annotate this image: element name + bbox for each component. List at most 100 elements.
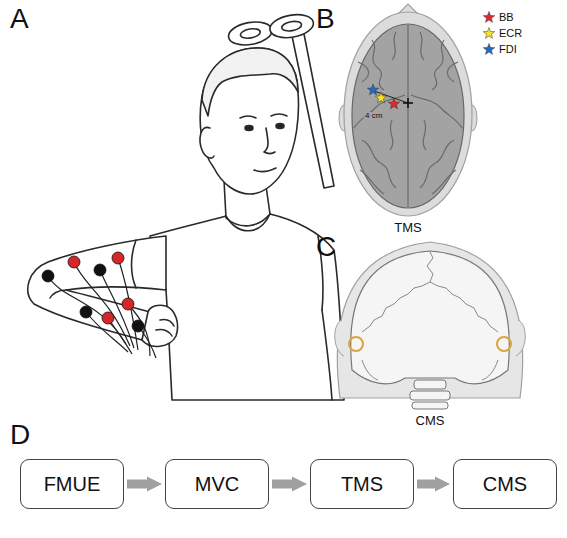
head-outline [337, 242, 522, 398]
hotspot-star-fdi [367, 84, 378, 95]
midline [407, 25, 408, 207]
finger [160, 319, 174, 326]
hotspot-star-bb [388, 98, 399, 109]
right-arm [322, 310, 332, 400]
electrode-red [68, 256, 80, 268]
mastoid [482, 360, 498, 380]
central-sulcus [411, 95, 462, 128]
legend-star-shape [483, 12, 494, 23]
sulcus [372, 40, 384, 90]
vertebra [414, 380, 446, 389]
ear [200, 127, 214, 158]
sulcus [362, 140, 396, 188]
finger [156, 329, 172, 336]
hotspot-star-ecr [375, 92, 386, 103]
vertebra [412, 402, 448, 409]
collar [226, 214, 270, 231]
legend-star [482, 42, 496, 56]
distance-line [374, 91, 408, 103]
mouth [254, 168, 276, 172]
legend-star-shape [483, 44, 494, 55]
box-text: MVC [195, 473, 239, 496]
sulcus [390, 120, 393, 150]
lambdoid-suture [362, 282, 498, 332]
legend-item: BB [482, 10, 514, 24]
coil-wing [268, 12, 315, 41]
ear-outline [335, 320, 344, 356]
cms-stimulation-site [349, 337, 363, 351]
box-text: CMS [483, 473, 527, 496]
skull-back-view [335, 242, 526, 409]
coil-handle [292, 34, 334, 188]
electrode-black [42, 270, 54, 282]
electrode-red [102, 312, 114, 324]
legend-text: BB [499, 11, 514, 23]
vertebra [410, 391, 450, 400]
method-label: TMS [394, 221, 421, 235]
subject-figure [28, 12, 344, 400]
eye [276, 124, 284, 129]
eyebrow [240, 116, 256, 118]
box-text: TMS [341, 473, 383, 496]
eyebrow [271, 114, 287, 116]
legend-star [482, 10, 496, 24]
wire [48, 276, 126, 344]
panel-letter: C [316, 232, 336, 263]
gyri [354, 25, 462, 207]
shirt [150, 214, 344, 400]
mastoid [362, 360, 378, 380]
ear-outline [516, 320, 525, 356]
process-box: CMS [453, 459, 557, 509]
process-box: TMS [310, 459, 414, 509]
sulcus [420, 140, 454, 188]
electrode-black [80, 306, 92, 318]
flow-arrow [127, 480, 147, 489]
process-box: FMUE [20, 459, 124, 509]
sulcus [432, 40, 444, 90]
sleeve-edge [132, 240, 137, 288]
sulcus [423, 120, 426, 150]
hair [202, 48, 298, 116]
scalp-outline [344, 12, 472, 216]
coil-hole [240, 27, 261, 39]
nose [264, 128, 275, 154]
sulcus [447, 62, 458, 82]
emg-electrodes [42, 252, 144, 332]
electrode-black [132, 320, 144, 332]
sulcus [360, 170, 384, 194]
coil-hole [281, 20, 302, 32]
panel-letter: A [10, 4, 29, 35]
wire [86, 312, 128, 352]
wire [100, 270, 134, 348]
head [200, 48, 298, 194]
box-text: FMUE [44, 473, 101, 496]
vertex-cross [403, 98, 413, 108]
wire [74, 262, 130, 346]
legend-star-shape [483, 28, 494, 39]
legend-item: FDI [482, 42, 517, 56]
wire [128, 304, 150, 356]
emg-wires [48, 258, 156, 358]
legend-text: ECR [499, 27, 522, 39]
tms-coil [227, 12, 316, 49]
electrode-red [112, 252, 124, 264]
eye [245, 126, 253, 131]
cross-bar [407, 98, 409, 108]
electrode-red [122, 298, 134, 310]
skull [351, 251, 510, 384]
brain [352, 24, 464, 208]
flow-arrow [272, 480, 292, 489]
legend-text: FDI [499, 43, 517, 55]
sulcus [392, 32, 396, 60]
flow-arrow [417, 480, 435, 489]
brain-top-view [339, 4, 477, 216]
cms-stimulation-site [497, 337, 511, 351]
method-label: CMS [416, 414, 445, 428]
process-box: MVC [165, 459, 269, 509]
wire [108, 318, 132, 354]
electrode-black [94, 264, 106, 276]
sulcus [432, 170, 456, 194]
distance-label: 4 cm [364, 112, 383, 121]
